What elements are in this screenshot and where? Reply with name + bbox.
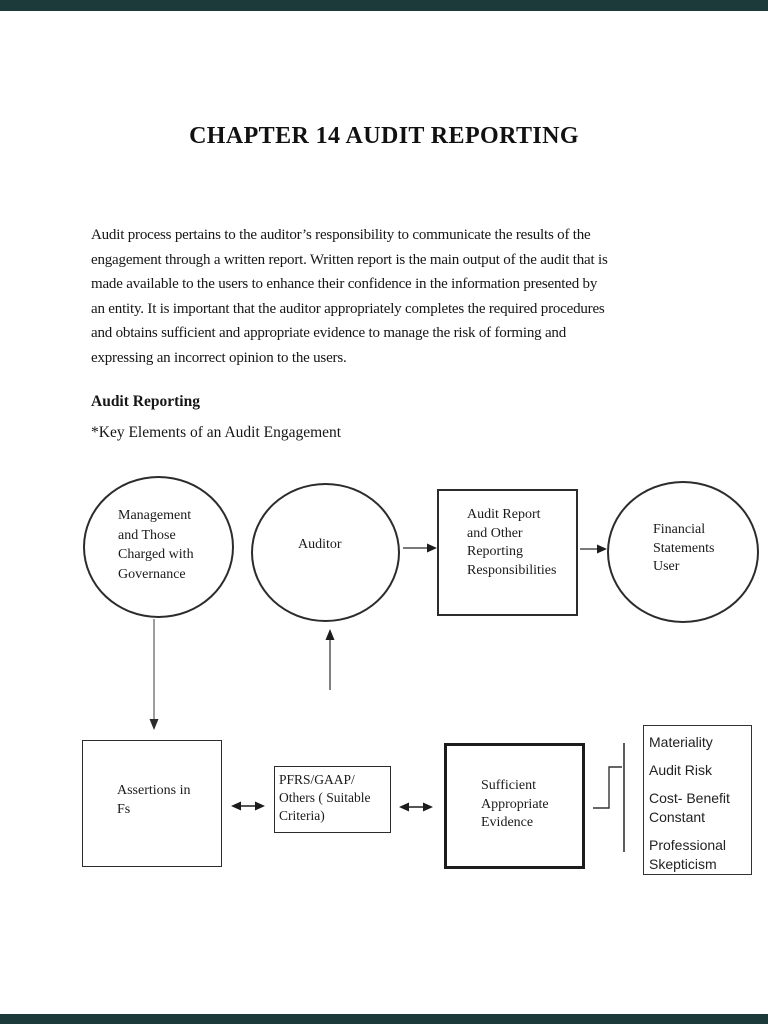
sufficient-evidence-box: Sufficient Appropriate Evidence: [444, 743, 585, 869]
list-item: Cost- Benefit Constant: [649, 790, 730, 825]
financial-statements-user-label: Financial Statements User: [609, 483, 757, 577]
label-line: Charged with: [118, 547, 194, 562]
considerations-list-box: Materiality Audit Risk Cost- Benefit Con…: [643, 725, 752, 875]
auditor-circle: Auditor: [251, 483, 400, 622]
label-line: and Other: [467, 525, 523, 541]
label-line: Others ( Suitable: [279, 790, 371, 805]
label-line: Reporting: [467, 544, 523, 560]
label-line: Assertions in: [117, 783, 191, 798]
connector-evidence-considerations: [593, 743, 625, 852]
page-title: CHAPTER 14 AUDIT REPORTING: [189, 123, 579, 149]
arrow-report-to-user: [580, 544, 607, 554]
viewer-bottom-bar: [0, 1014, 768, 1024]
sufficient-evidence-label: Sufficient Appropriate Evidence: [447, 746, 582, 833]
audit-report-box: Audit Report and Other Reporting Respons…: [437, 489, 578, 616]
label-line: Fs: [117, 802, 131, 817]
paragraph-line: engagement through a written report. Wri…: [91, 251, 608, 268]
criteria-label: PFRS/GAAP/ Others ( Suitable Criteria): [275, 767, 390, 825]
label-line: Appropriate: [481, 796, 549, 812]
considerations-list: Materiality Audit Risk Cost- Benefit Con…: [644, 726, 751, 874]
label-line: Auditor: [298, 537, 342, 552]
assertions-box: Assertions in Fs: [82, 740, 222, 867]
document-page: CHAPTER 14 AUDIT REPORTING Audit process…: [0, 11, 768, 1014]
arrow-auditor-to-report: [403, 543, 437, 553]
management-governance-label: Management and Those Charged with Govern…: [85, 478, 232, 584]
label-line: Criteria): [279, 808, 325, 823]
arrow-management-to-assertions: [149, 619, 159, 730]
auditor-label: Auditor: [253, 485, 398, 554]
arrow-up-to-auditor: [325, 629, 335, 690]
assertions-label: Assertions in Fs: [83, 741, 221, 819]
label-line: Management: [118, 508, 192, 523]
viewer-top-bar: [0, 0, 768, 11]
paragraph-line: an entity. It is important that the audi…: [91, 300, 605, 317]
paragraph-line: expressing an incorrect opinion to the u…: [91, 349, 347, 366]
section-heading: Audit Reporting: [91, 393, 200, 410]
intro-paragraph: Audit process pertains to the auditor’s …: [91, 223, 608, 371]
label-line: PFRS/GAAP/: [279, 772, 355, 787]
management-governance-circle: Management and Those Charged with Govern…: [83, 476, 234, 618]
arrow-assertions-criteria: [231, 801, 265, 811]
paragraph-line: and obtains sufficient and appropriate e…: [91, 325, 567, 342]
key-elements-heading: *Key Elements of an Audit Engagement: [91, 424, 342, 441]
audit-report-label: Audit Report and Other Reporting Respons…: [439, 491, 576, 581]
label-line: Governance: [118, 566, 186, 582]
list-item: Audit Risk: [649, 762, 713, 778]
list-item: Materiality: [649, 734, 713, 750]
label-line: Financial: [653, 522, 706, 537]
label-line: Responsibilities: [467, 563, 557, 579]
paragraph-line: made available to the users to enhance t…: [91, 276, 598, 293]
criteria-box: PFRS/GAAP/ Others ( Suitable Criteria): [274, 766, 391, 833]
label-line: and Those: [118, 527, 176, 543]
label-line: Audit Report: [467, 507, 541, 522]
list-item: Professional Skepticism: [649, 837, 727, 872]
label-line: Evidence: [481, 815, 534, 830]
label-line: Sufficient: [481, 778, 536, 793]
financial-statements-user-circle: Financial Statements User: [607, 481, 759, 623]
arrow-criteria-evidence: [399, 802, 433, 812]
label-line: User: [653, 559, 680, 574]
label-line: Statements: [653, 540, 715, 556]
paragraph-line: Audit process pertains to the auditor’s …: [91, 227, 591, 243]
